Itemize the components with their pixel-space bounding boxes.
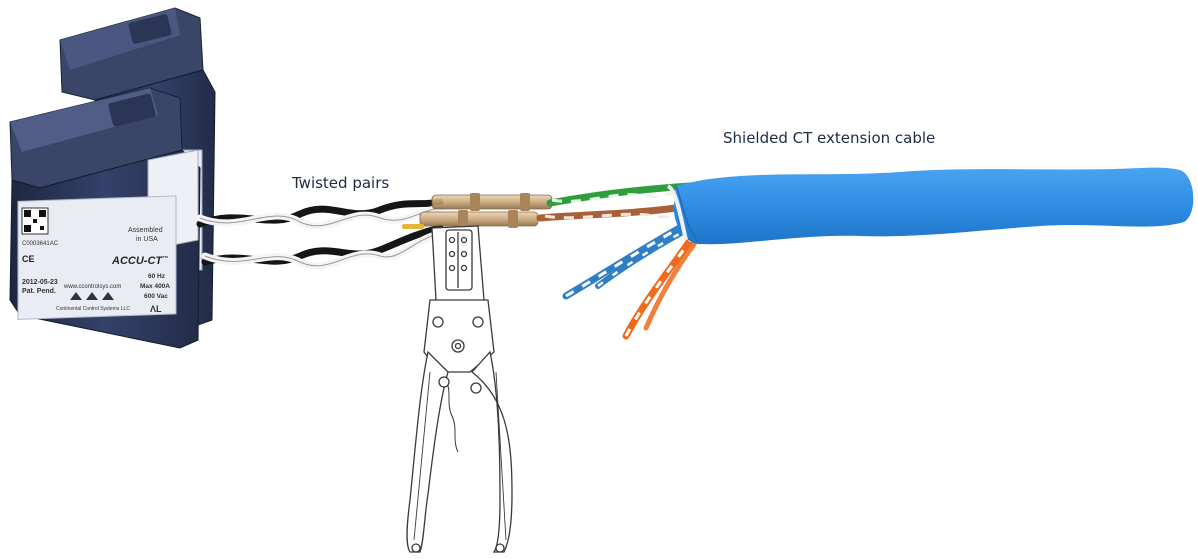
ct-ce-mark: CE — [22, 254, 35, 264]
ct-frequency: 60 Hz — [148, 273, 166, 280]
shielded-cable-jacket — [668, 168, 1193, 245]
twisted-pair-leads — [200, 202, 440, 266]
ct-max-current: Max 400A — [140, 283, 170, 290]
ct-in-usa: in USA — [136, 236, 158, 243]
ct-front: C0003641AC CE Assembled in USA ACCU-CT™ … — [10, 88, 200, 348]
ct-patent: Pat. Pend. — [22, 288, 56, 295]
crimping-tool-icon — [407, 226, 512, 552]
ct-ul-mark: ɅL — [150, 304, 162, 314]
shielded-cable-label: Shielded CT extension cable — [723, 129, 935, 147]
ct-logo — [70, 292, 114, 300]
ct-brand: ACCU-CT™ — [111, 255, 168, 267]
ct-voltage: 600 Vac — [144, 293, 168, 300]
ct-assembled: Assembled — [128, 227, 163, 234]
ct-url: www.ccontrolsys.com — [63, 284, 121, 290]
ct-manufacturer: Continental Control Systems LLC — [56, 306, 130, 312]
twisted-pairs-label: Twisted pairs — [292, 174, 389, 192]
ct-serial: C0003641AC — [22, 241, 59, 247]
current-transformer-icon: C0003641AC CE Assembled in USA ACCU-CT™ … — [10, 8, 215, 348]
qr-code — [22, 208, 48, 234]
ct-date: 2012-05-23 — [22, 279, 58, 286]
